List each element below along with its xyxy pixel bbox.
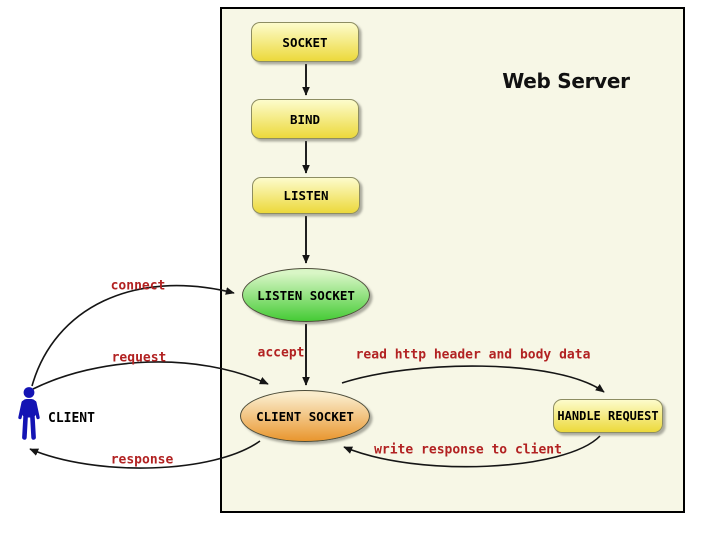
node-handle-request: HANDLE REQUEST bbox=[553, 399, 663, 433]
node-handle-request-label: HANDLE REQUEST bbox=[557, 409, 659, 423]
client-label: CLIENT bbox=[48, 411, 95, 426]
node-listen-socket: LISTEN SOCKET bbox=[242, 268, 370, 322]
node-socket-label: SOCKET bbox=[282, 34, 328, 50]
node-client-socket-label: CLIENT SOCKET bbox=[256, 408, 354, 424]
edge-label-read-http: read http header and body data bbox=[355, 347, 591, 363]
web-server-title: Web Server bbox=[502, 69, 630, 93]
node-listen-label: LISTEN bbox=[283, 188, 329, 203]
edge-connect bbox=[31, 284, 235, 387]
node-listen: LISTEN bbox=[252, 177, 360, 214]
node-listen-socket-label: LISTEN SOCKET bbox=[257, 287, 355, 303]
node-bind-label: BIND bbox=[289, 111, 321, 127]
edge-label-request: request bbox=[111, 350, 167, 366]
edge-label-accept: accept bbox=[257, 345, 305, 361]
edge-label-response: response bbox=[110, 452, 174, 468]
edge-label-write-response: write response to client bbox=[374, 442, 562, 458]
node-client-socket: CLIENT SOCKET bbox=[240, 390, 370, 442]
node-bind: BIND bbox=[251, 99, 359, 139]
person-icon bbox=[18, 387, 40, 440]
node-socket: SOCKET bbox=[251, 22, 359, 62]
edge-label-connect: connect bbox=[110, 278, 166, 294]
